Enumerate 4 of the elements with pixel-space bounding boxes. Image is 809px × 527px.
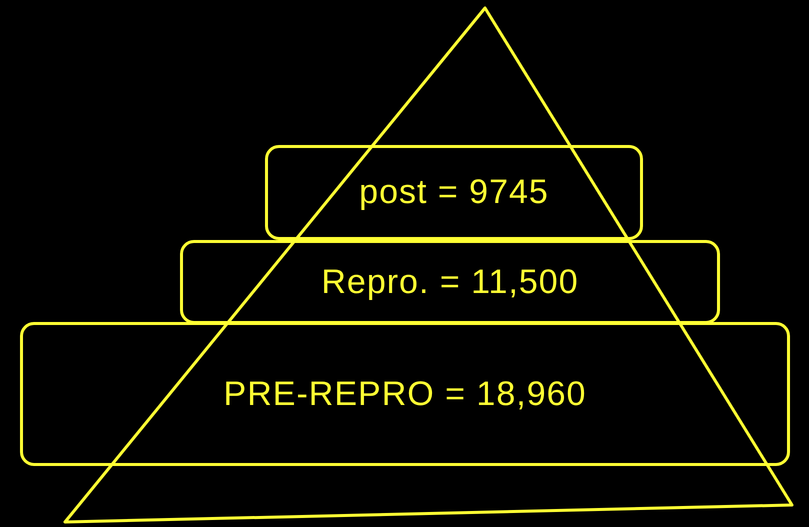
level-label: Repro. = 11,500 (321, 262, 579, 302)
level-box (20, 322, 790, 466)
level-label: post = 9745 (359, 173, 549, 212)
level-label: PRE-REPRO = 18,960 (224, 374, 586, 414)
